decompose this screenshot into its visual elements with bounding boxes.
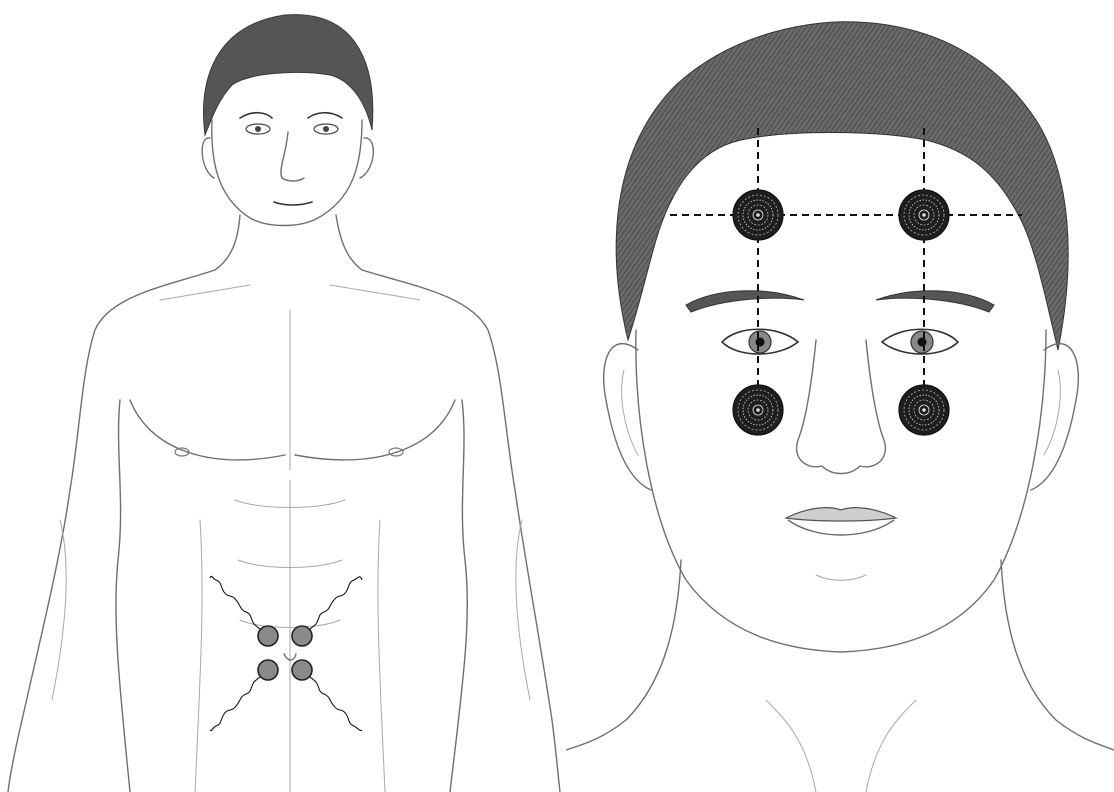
face-hair: [616, 22, 1068, 350]
torso-panel: [0, 0, 562, 792]
abdominal-electrode-upper-left: [258, 626, 278, 646]
facial-electrode-cheek-right: [899, 385, 949, 435]
left-ear: [604, 344, 651, 490]
abdominal-electrode-lower-left: [258, 660, 278, 680]
torso-left-shoulder-arm: [8, 270, 215, 792]
right-ear: [1031, 344, 1078, 490]
torso-illustration: [0, 0, 562, 792]
guide-lines: [670, 128, 1022, 392]
facial-electrode-cheek-left: [733, 385, 783, 435]
left-eyebrow: [686, 291, 804, 312]
abdominal-electrode-upper-right: [292, 626, 312, 646]
facial-electrode-forehead-left: [733, 190, 783, 240]
abdominal-electrode-lower-right: [292, 660, 312, 680]
nose: [797, 340, 886, 474]
torso-left-pectoral: [130, 400, 285, 460]
lower-lip: [788, 520, 894, 535]
face-illustration: [566, 0, 1114, 792]
face-panel: [566, 0, 1114, 792]
face-outline: [636, 330, 1046, 652]
torso-hair: [204, 15, 373, 135]
right-eyebrow: [876, 291, 994, 312]
facial-electrode-forehead-right: [899, 190, 949, 240]
lead-wire-upper-right: [302, 577, 362, 636]
upper-lip: [786, 508, 896, 521]
lead-wire-lower-right: [302, 670, 362, 731]
lead-wire-lower-left: [210, 670, 268, 731]
torso-right-pectoral: [295, 400, 455, 460]
torso-right-shoulder-arm: [362, 270, 560, 792]
lead-wire-upper-left: [210, 576, 268, 636]
